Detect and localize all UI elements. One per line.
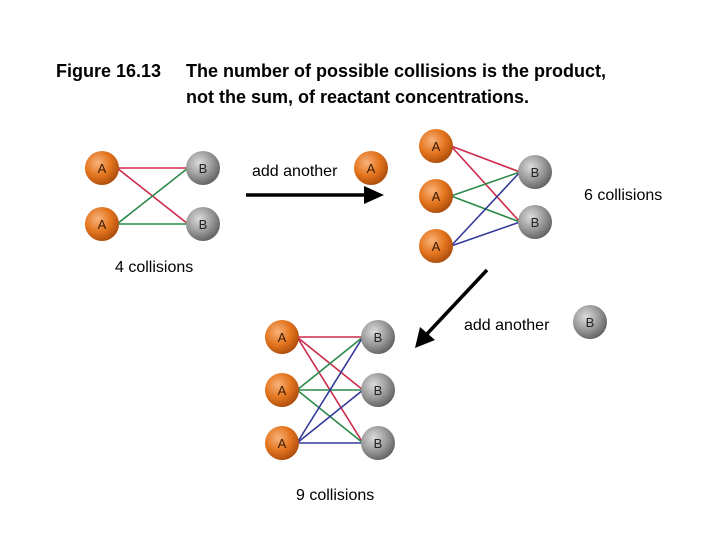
molecule-label: B [374,330,383,345]
transition-label: add another [464,317,550,334]
molecule-label: A [98,217,107,232]
molecule-label: B [586,315,595,330]
molecule-a: A [419,129,453,163]
molecule-label: B [199,161,208,176]
collision-line [451,146,520,172]
molecule-a: A [85,151,119,185]
molecule-b: B [186,207,220,241]
molecule-b: B [361,373,395,407]
molecule-a: A [265,426,299,460]
molecule-label: A [432,189,441,204]
molecule-label: B [531,165,540,180]
molecule-label: B [374,383,383,398]
arrow-head [364,186,384,204]
molecule-label: B [199,217,208,232]
molecule-label: A [278,330,287,345]
molecule-label: A [98,161,107,176]
transition-label: add another [252,163,338,180]
molecule-label: A [432,239,441,254]
molecule-a: A [419,229,453,263]
molecule-label: B [374,436,383,451]
collision-count-label: 4 collisions [115,259,193,276]
collision-count-label: 9 collisions [296,487,374,504]
molecule-b: B [518,205,552,239]
molecule-label: A [278,436,287,451]
molecule-label: A [432,139,441,154]
added-molecule-b: B [573,305,607,339]
molecule-a: A [265,320,299,354]
molecule-b: B [361,426,395,460]
molecule-b: B [518,155,552,189]
molecule-b: B [186,151,220,185]
molecule-label: A [367,161,376,176]
molecule-b: B [361,320,395,354]
added-molecule-a: A [354,151,388,185]
collision-count-label: 6 collisions [584,187,662,204]
molecule-a: A [85,207,119,241]
collision-lines [117,146,520,443]
molecule-label: B [531,215,540,230]
molecule-label: A [278,383,287,398]
molecule-a: A [419,179,453,213]
molecules: A A B B A A A B B A A A B B B A B [85,129,607,460]
molecule-a: A [265,373,299,407]
